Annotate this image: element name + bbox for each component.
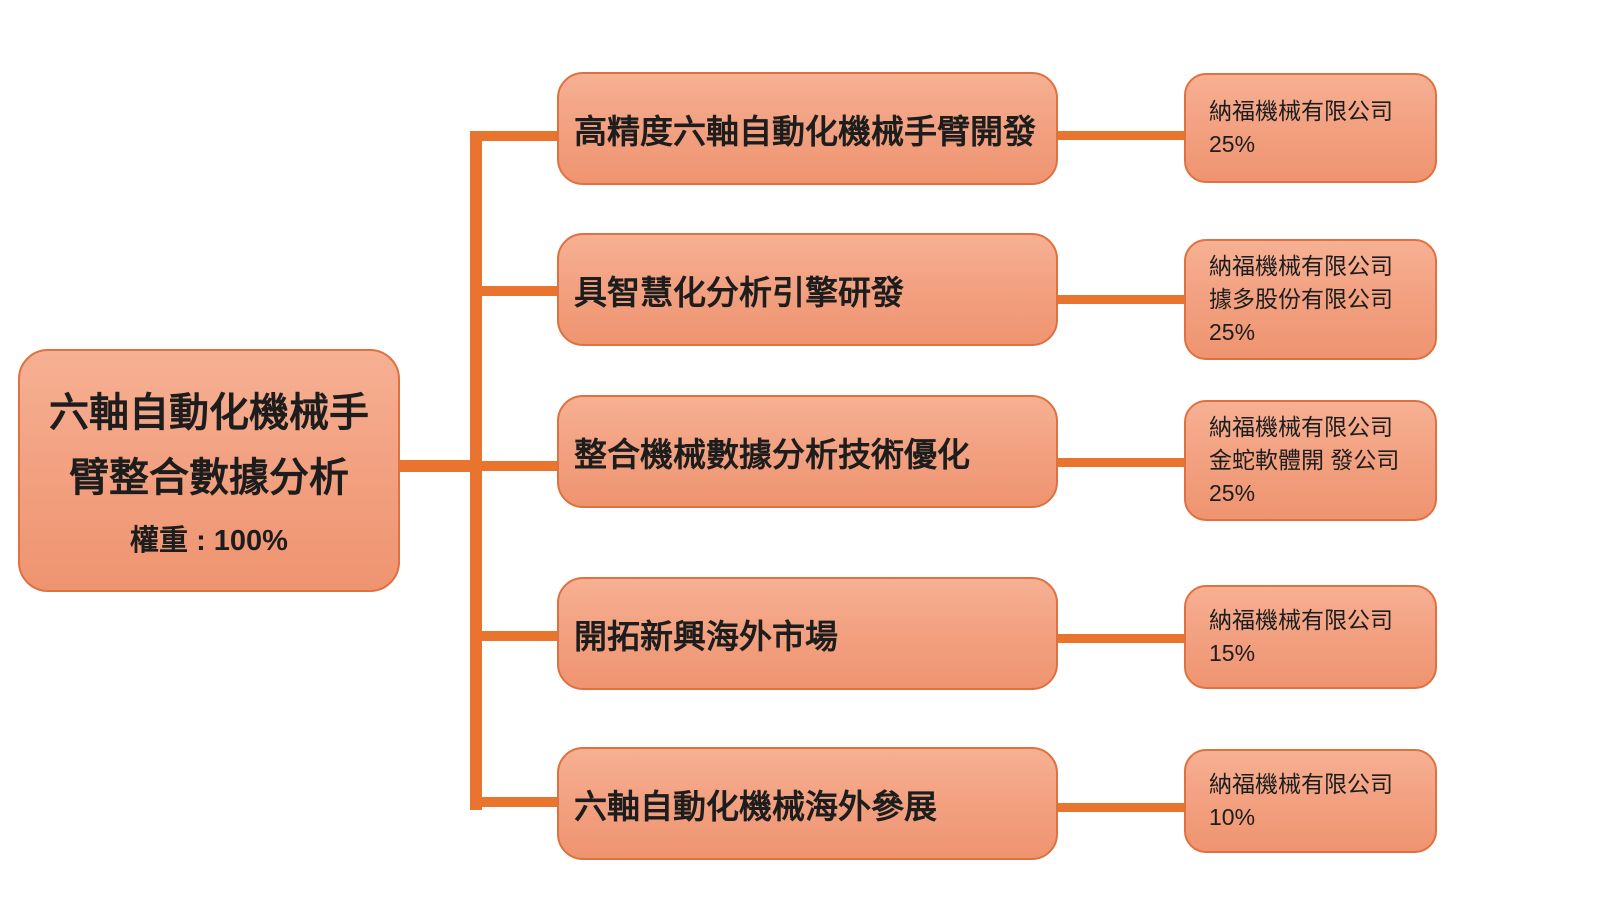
task-label: 高精度六軸自動化機械手臂開發 xyxy=(574,112,1036,150)
task-node-2: 具智慧化分析引擎研發 xyxy=(557,233,1058,346)
vendor-weight: 15% xyxy=(1209,640,1256,666)
vendor-company: 納福機械有限公司 xyxy=(1209,607,1393,633)
vendor-node-1: 納福機械有限公司 25% xyxy=(1184,73,1437,183)
connector-vendor-3 xyxy=(1056,458,1186,467)
connector-vendor-1 xyxy=(1056,131,1186,140)
task-node-3: 整合機械數據分析技術優化 xyxy=(557,395,1058,508)
task-node-1: 高精度六軸自動化機械手臂開發 xyxy=(557,72,1058,185)
vendor-node-3: 納福機械有限公司 金蛇軟體開 發公司 25% xyxy=(1184,400,1437,521)
connector-vendor-5 xyxy=(1056,803,1186,812)
connector-branch-task-4 xyxy=(476,631,559,641)
vendor-company: 金蛇軟體開 發公司 xyxy=(1209,447,1400,473)
vendor-weight: 10% xyxy=(1209,804,1256,830)
root-weight: 權重 : 100% xyxy=(130,524,288,557)
connector-root-branch xyxy=(398,460,472,472)
connector-vendor-4 xyxy=(1056,634,1186,643)
task-label: 六軸自動化機械海外參展 xyxy=(574,787,937,825)
vendor-company: 納福機械有限公司 xyxy=(1209,98,1393,124)
root-title-line-1: 六軸自動化機械手 xyxy=(49,390,369,435)
vendor-weight: 25% xyxy=(1209,319,1256,345)
vendor-node-4: 納福機械有限公司 15% xyxy=(1184,585,1437,689)
task-node-5: 六軸自動化機械海外參展 xyxy=(557,747,1058,860)
vendor-weight: 25% xyxy=(1209,131,1256,157)
vendor-weight: 25% xyxy=(1209,480,1256,506)
root-node: 六軸自動化機械手 臂整合數據分析 權重 : 100% xyxy=(18,349,400,592)
task-node-4: 開拓新興海外市場 xyxy=(557,577,1058,690)
vendor-company: 據多股份有限公司 xyxy=(1209,286,1393,312)
task-label: 具智慧化分析引擎研發 xyxy=(574,273,904,311)
connector-branch-task-3 xyxy=(476,461,559,471)
connector-branch-task-5 xyxy=(476,797,559,807)
connector-vendor-2 xyxy=(1056,295,1186,304)
vendor-company: 納福機械有限公司 xyxy=(1209,771,1393,797)
root-title-line-2: 臂整合數據分析 xyxy=(69,455,349,500)
connector-branch-task-1 xyxy=(476,131,559,141)
task-label: 開拓新興海外市場 xyxy=(574,617,838,655)
connector-branch-task-2 xyxy=(476,286,559,296)
vendor-company: 納福機械有限公司 xyxy=(1209,253,1393,279)
task-label: 整合機械數據分析技術優化 xyxy=(574,435,970,473)
vendor-node-5: 納福機械有限公司 10% xyxy=(1184,749,1437,853)
vendor-company: 納福機械有限公司 xyxy=(1209,414,1393,440)
vendor-node-2: 納福機械有限公司 據多股份有限公司 25% xyxy=(1184,239,1437,360)
